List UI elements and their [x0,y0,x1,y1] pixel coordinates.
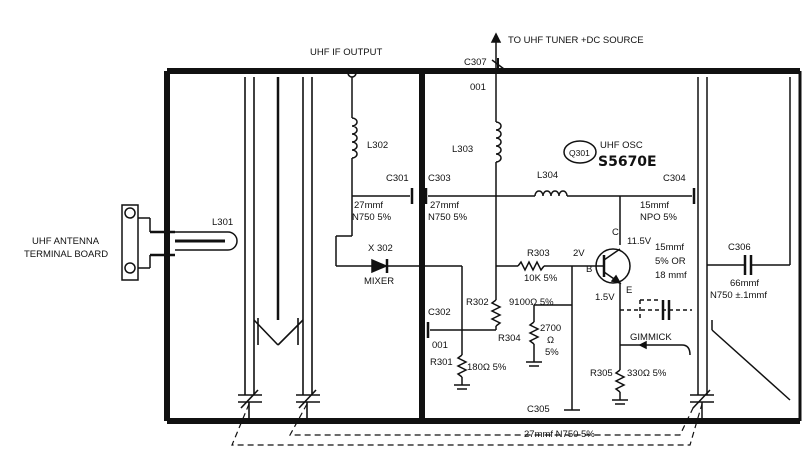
labels: UHF IF OUTPUT TO UHF TUNER +DC SOURCE C3… [24,35,767,440]
mixer-label: MIXER [364,276,394,287]
l303-label: L303 [452,144,473,155]
pin-e-label: E [626,285,632,296]
emitter-cap-value-3: 18 mmf [655,270,687,281]
emitter-voltage: 1.5V [595,292,615,303]
emitter-cap-value-2: 5% OR [655,256,686,267]
to-uhf-tuner-label: TO UHF TUNER +DC SOURCE [508,35,644,46]
c301-label: C301 [386,173,409,184]
c303-label: C303 [428,173,451,184]
q301-marker [563,140,597,164]
r304-label: R304 [498,333,521,344]
l304-label: L304 [537,170,558,181]
q301-part-label: S5670E [598,154,657,170]
oscillator-circuit [424,32,791,421]
r302-label: R302 [466,297,489,308]
r303-value: 10K 5% [524,273,558,284]
r303-label: R303 [527,248,550,259]
antenna-terminal-board [121,204,238,281]
c303-value-1: 27mmf [430,200,459,211]
c301-value-1: 27mmf [354,200,383,211]
antenna-label-1: UHF ANTENNA [32,236,100,247]
c302-value: 001 [432,340,448,351]
c302-label: C302 [428,307,451,318]
ganged-cap-value: 27mmf N750 5% [524,429,595,440]
c301-value-2: N750 5% [352,212,392,223]
chassis-outline [164,68,802,424]
pin-c-label: C [612,227,619,238]
r304-value-1: 2700 [540,323,561,334]
r302-value: 9100Ω 5% [509,297,554,308]
c307-label: C307 [464,57,487,68]
r304-value-3: 5% [545,347,559,358]
l301-cavity-lines [238,77,320,421]
antenna-label-2: TERMINAL BOARD [24,249,108,260]
c304-value-1: 15mmf [640,200,669,211]
collector-voltage: 11.5V [627,236,652,247]
c307-value: 001 [470,82,486,93]
c304-value-2: NPO 5% [640,212,678,223]
q301-label: Q301 [569,148,590,158]
c306-label: C306 [728,242,751,253]
r305-label: R305 [590,368,613,379]
gang-tuning-link [231,403,703,446]
pin-b-label: B [586,264,592,275]
r304-value-2: Ω [547,335,554,346]
c304-label: C304 [663,173,686,184]
c303-value-2: N750 5% [428,212,468,223]
l302-label: L302 [367,140,388,151]
uhf-osc-label: UHF OSC [600,140,643,151]
gimmick-label: GIMMICK [630,332,672,343]
mixer-circuit [335,68,463,330]
r305-value: 330Ω 5% [627,368,667,379]
x302-label: X 302 [368,243,393,254]
l301-label: L301 [212,217,233,228]
c306-value-2: N750 ±.1mmf [710,290,767,301]
r301-value: 180Ω 5% [467,362,507,373]
c305-label: C305 [527,404,550,415]
base-voltage: 2V [573,248,585,259]
c306-value-1: 66mmf [730,278,759,289]
r301-label: R301 [430,357,453,368]
emitter-cap-value-1: 15mmf [655,242,684,253]
uhf-if-output-label: UHF IF OUTPUT [310,47,382,58]
